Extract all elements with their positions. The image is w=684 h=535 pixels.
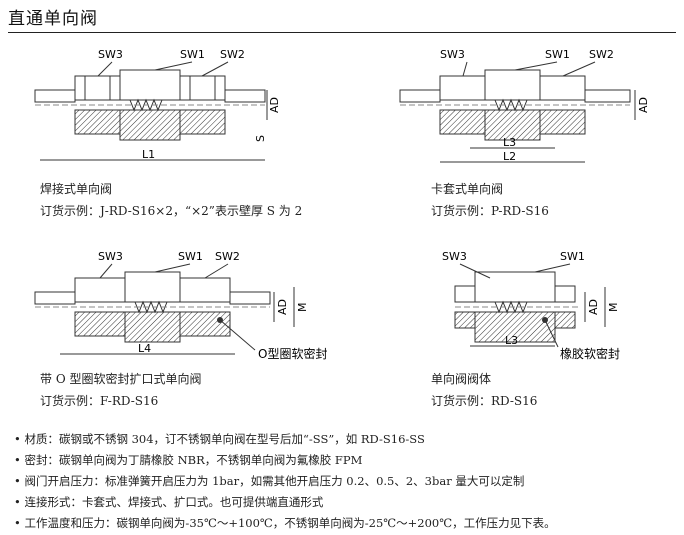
spec-material: • 材质：碳钢或不锈钢 304，订不锈钢单向阀在型号后加“-SS”，如 RD-S… <box>14 432 425 446</box>
l2-label: L2 <box>503 150 516 163</box>
ad-label: AD <box>268 97 280 113</box>
sw1-label: SW1 <box>180 48 205 61</box>
s-label: S <box>254 135 267 142</box>
sw1-label: SW1 <box>178 250 203 263</box>
sw1-label: SW1 <box>545 48 570 61</box>
m-label: M <box>607 303 620 313</box>
compression-caption: 卡套式单向阀 <box>431 182 504 196</box>
spec-cracking-pressure: • 阀门开启压力：标准弹簧开启压力为 1bar，如需其他开启压力 0.2、0.5… <box>14 474 525 488</box>
rubber-seal-callout: 橡胶软密封 <box>560 346 620 361</box>
spec-temperature-pressure: • 工作温度和压力：碳钢单向阀为-35℃～+100℃，不锈钢单向阀为-25℃～+… <box>14 516 556 530</box>
valve-body-drawing: SW3 SW1 AD M L3 橡胶软密封 <box>442 250 620 361</box>
l4-label: L4 <box>138 342 151 355</box>
compression-check-valve-drawing: SW3 SW1 SW2 AD L3 L2 <box>399 48 650 163</box>
sw2-label: SW2 <box>589 48 614 61</box>
ad-label: AD <box>276 299 289 315</box>
sw3-label: SW3 <box>440 48 465 61</box>
l3-label: L3 <box>503 136 516 149</box>
spec-connection: • 连接形式：卡套式、焊接式、扩口式。也可提供端直通形式 <box>14 495 324 509</box>
compression-order-example: 订货示例：P-RD-S16 <box>431 204 549 218</box>
sw2-label: SW2 <box>220 48 245 61</box>
valve-body-caption: 单向阀阀体 <box>431 372 492 386</box>
m-label: M <box>296 303 309 313</box>
flared-order-example: 订货示例：F-RD-S16 <box>40 394 159 408</box>
page-title: 直通单向阀 <box>8 9 98 29</box>
welded-order-example: 订货示例：J-RD-S16×2，“×2”表示壁厚 S 为 2 <box>40 204 303 218</box>
sw2-label: SW2 <box>215 250 240 263</box>
l3-label: L3 <box>505 334 518 347</box>
valve-body-order-example: 订货示例：RD-S16 <box>431 394 538 408</box>
sw3-label: SW3 <box>98 250 123 263</box>
l1-label: L1 <box>142 148 155 161</box>
sw3-label: SW3 <box>442 250 467 263</box>
sw1-label: SW1 <box>560 250 585 263</box>
sw3-label: SW3 <box>98 48 123 61</box>
flared-oring-check-valve-drawing: SW3 SW1 SW2 AD M L4 O型圈软密封 <box>34 250 327 361</box>
ad-label: AD <box>587 299 600 315</box>
ad-label: AD <box>637 97 650 113</box>
flared-caption: 带 O 型圈软密封扩口式单向阀 <box>40 372 202 386</box>
spec-seal: • 密封：碳钢单向阀为丁腈橡胶 NBR，不锈钢单向阀为氟橡胶 FPM <box>14 453 363 467</box>
oring-callout: O型圈软密封 <box>258 346 327 361</box>
welded-check-valve-drawing: SW3 SW1 SW2 AD S L1 <box>34 48 280 161</box>
welded-caption: 焊接式单向阀 <box>40 182 113 196</box>
title-divider <box>8 32 676 33</box>
